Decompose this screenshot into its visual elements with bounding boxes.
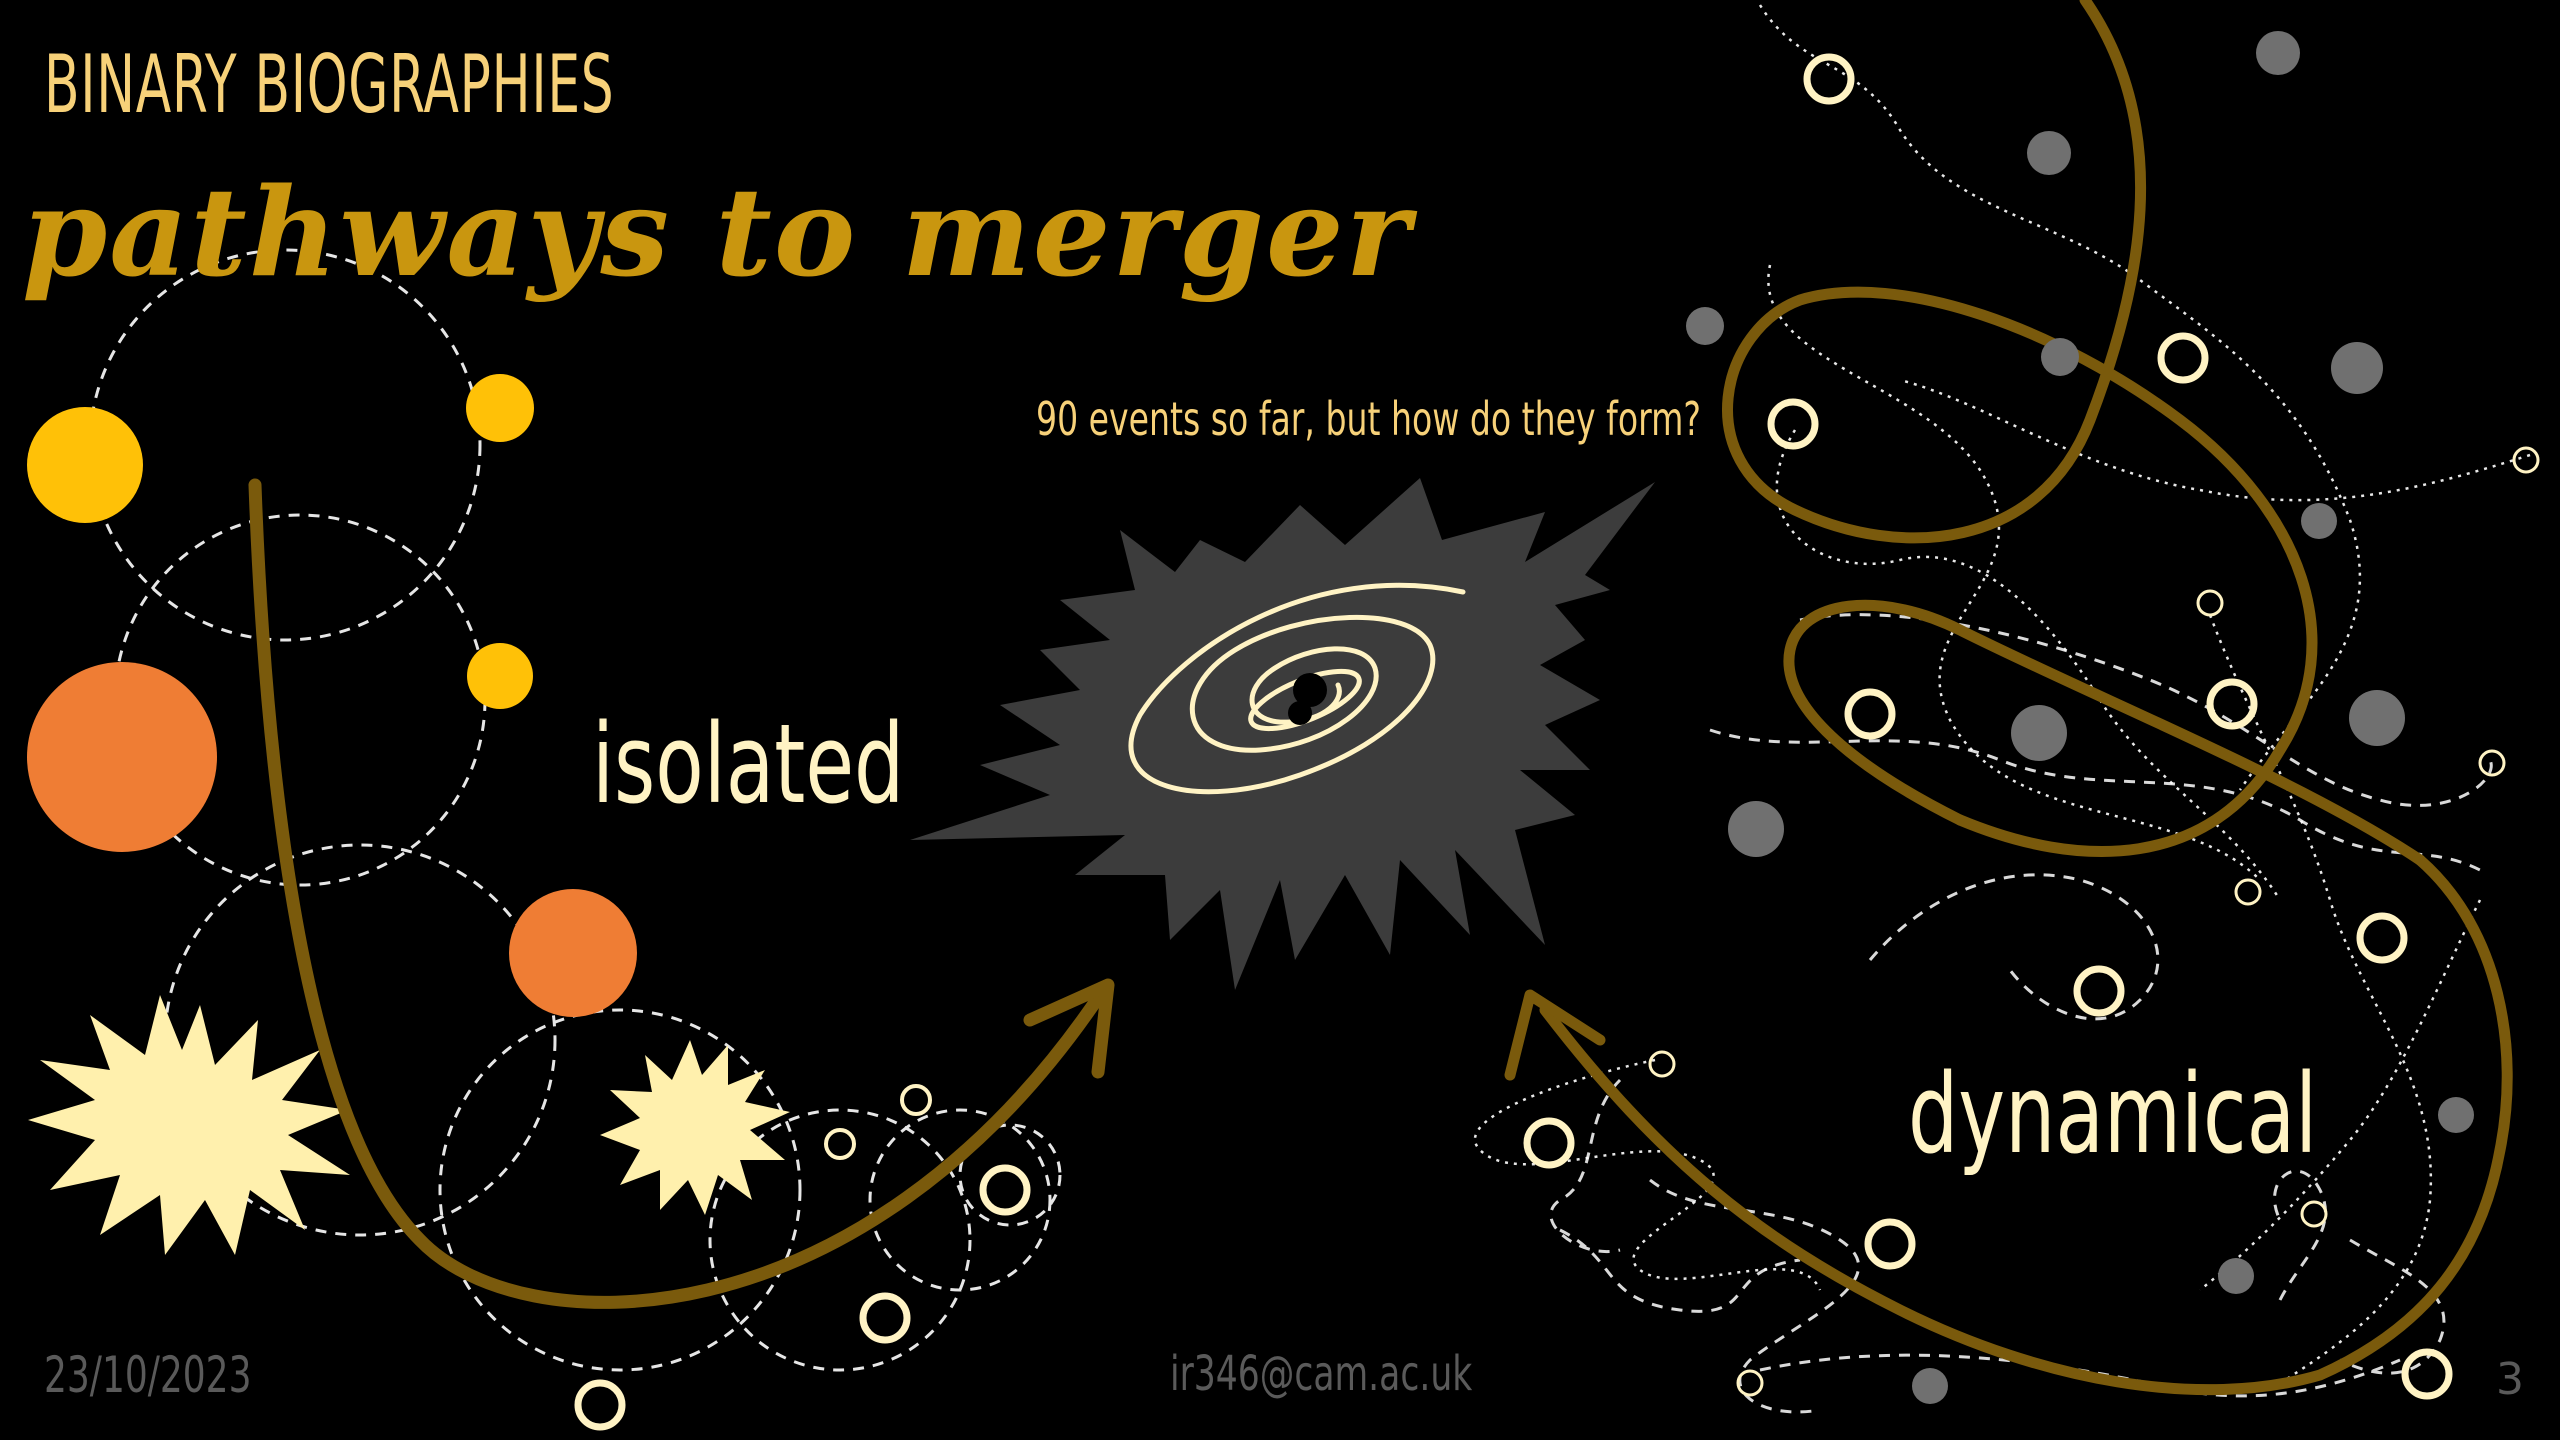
slide-headline: pathways to merger (22, 160, 1412, 304)
cluster-star-dot-icon (1912, 1368, 1948, 1404)
label-isolated: isolated (592, 700, 904, 828)
question-caption: 90 events so far, but how do they form? (1036, 392, 1701, 446)
cluster-star-dot-icon (2218, 1258, 2254, 1294)
footer-email: ir346@cam.ac.uk (1170, 1346, 1472, 1402)
orange-star-icon (509, 889, 637, 1017)
black-hole-icon (1288, 701, 1312, 725)
label-dynamical: dynamical (1908, 1050, 2317, 1178)
cluster-star-dot-icon (1686, 307, 1724, 345)
slide-kicker: BINARY BIOGRAPHIES (44, 38, 614, 131)
cluster-star-dot-icon (2256, 31, 2300, 75)
yellow-star-icon (467, 643, 533, 709)
cluster-star-dot-icon (2349, 690, 2405, 746)
cluster-star-dot-icon (2027, 131, 2071, 175)
footer-date: 23/10/2023 (44, 1346, 251, 1404)
cluster-star-dot-icon (2011, 705, 2067, 761)
orange-star-icon (27, 662, 217, 852)
cluster-star-dot-icon (1728, 801, 1784, 857)
yellow-star-icon (27, 407, 143, 523)
footer-page-number: 3 (2496, 1354, 2524, 1405)
cluster-star-dot-icon (2301, 503, 2337, 539)
cluster-star-dot-icon (2041, 338, 2079, 376)
yellow-star-icon (466, 374, 534, 442)
cluster-star-dot-icon (2331, 342, 2383, 394)
cluster-star-dot-icon (2438, 1097, 2474, 1133)
